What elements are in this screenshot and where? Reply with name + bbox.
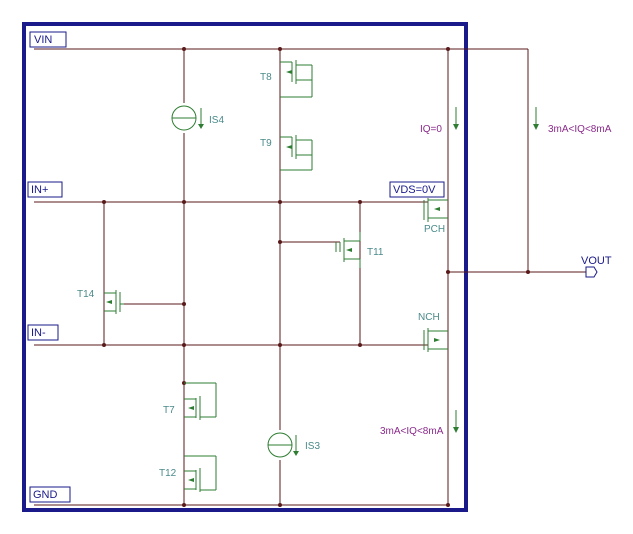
is4-label: IS4 <box>209 115 224 126</box>
in-plus-label: IN+ <box>31 184 48 196</box>
current-probe-iq-zero <box>453 107 459 130</box>
transistor-t12 <box>184 455 217 492</box>
pch-label: PCH <box>424 224 445 235</box>
iq-range-top-label: 3mA<IQ<8mA <box>548 124 612 135</box>
nch-label: NCH <box>418 312 440 323</box>
schematic-frame <box>22 22 468 512</box>
current-source-is3 <box>267 432 299 458</box>
transistor-t8 <box>280 60 313 98</box>
vout-label: VOUT <box>581 255 612 267</box>
t12-label: T12 <box>159 468 177 479</box>
in-minus-label: IN- <box>31 327 46 339</box>
current-source-is4 <box>171 105 204 131</box>
vds-label: VDS=0V <box>393 184 436 196</box>
t8-label: T8 <box>260 72 272 83</box>
transistor-pch <box>423 198 448 222</box>
transistor-t11 <box>335 232 361 268</box>
iq-range-bottom-label: 3mA<IQ<8mA <box>380 426 444 437</box>
vin-label: VIN <box>34 34 52 46</box>
current-probe-iq-top <box>533 107 539 130</box>
gnd-label: GND <box>33 489 58 501</box>
vout-port <box>585 266 598 278</box>
current-probe-iq-bottom <box>453 410 459 433</box>
iq-zero-label: IQ=0 <box>420 124 442 135</box>
is3-label: IS3 <box>305 441 320 452</box>
t7-label: T7 <box>163 405 175 416</box>
transistor-t9 <box>280 135 313 171</box>
transistor-t7 <box>184 382 217 420</box>
in-minus-port-box <box>27 324 59 341</box>
gnd-port-box <box>29 486 71 503</box>
transistor-t14 <box>104 290 124 314</box>
junction-dots <box>102 47 530 507</box>
t14-label: T14 <box>77 289 95 300</box>
t11-label: T11 <box>367 247 384 258</box>
transistor-nch <box>423 328 448 352</box>
vin-port-box <box>29 31 67 48</box>
vds-box <box>389 181 445 198</box>
in-plus-port-box <box>27 181 63 198</box>
t9-label: T9 <box>260 138 272 149</box>
